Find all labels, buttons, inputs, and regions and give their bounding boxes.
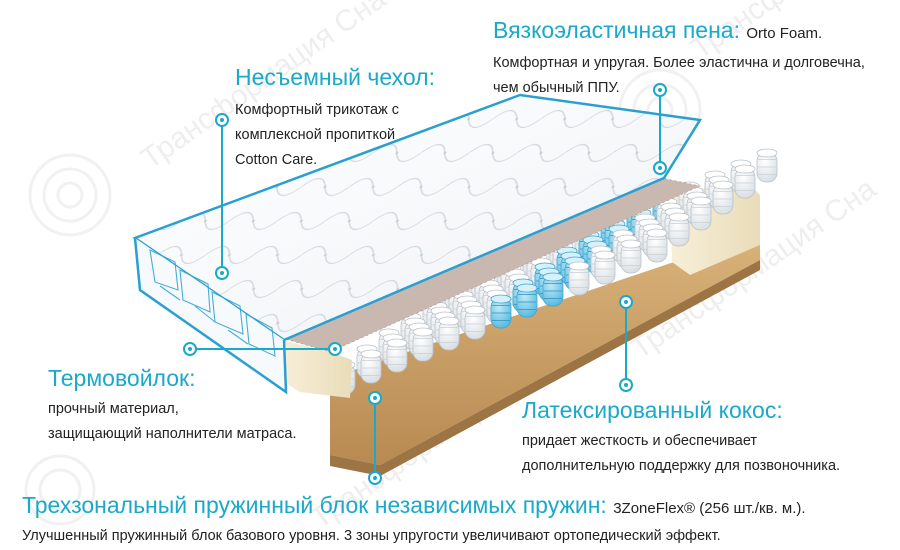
felt-layer	[282, 178, 700, 352]
spring-pocket	[412, 327, 434, 362]
marker-coir-layer	[619, 295, 633, 309]
spring-pocket-firm	[516, 283, 538, 318]
spring-pocket	[712, 180, 734, 215]
label-felt-line: прочный материал,	[48, 401, 179, 417]
label-springs: Трехзональный пружинный блок независимых…	[22, 492, 806, 549]
coir-layer	[330, 238, 760, 465]
label-foam-body: Комфортная и упругая. Более эластична и …	[493, 51, 865, 101]
label-foam-title: Вязкоэластичная пена: Orto Foam.	[493, 17, 865, 47]
label-coir: Латексированный кокос: придает жесткость…	[522, 397, 840, 479]
label-coir-line: придает жесткость и обеспечивает	[522, 433, 758, 449]
label-coir-title: Латексированный кокос:	[522, 397, 783, 423]
marker-felt-layer	[328, 342, 342, 356]
label-foam: Вязкоэластичная пена: Orto Foam. Комфорт…	[493, 17, 865, 101]
marker-foam-top	[653, 83, 667, 97]
label-springs-line: Улучшенный пружинный блок базового уровн…	[22, 528, 721, 544]
spring-pocket	[668, 212, 690, 247]
label-springs-title: Трехзональный пружинный блок независимых…	[22, 492, 806, 522]
label-cover-line: Комфортный трикотаж с	[235, 102, 399, 118]
label-springs-body: Улучшенный пружинный блок базового уровн…	[22, 524, 806, 549]
label-felt-title: Термовойлок:	[48, 365, 196, 391]
label-foam-line: Комфортная и упругая. Более эластична и …	[493, 55, 865, 71]
label-felt-line: защищающий наполнители матраса.	[48, 426, 297, 442]
label-springs-title-main: Трехзональный пружинный блок независимых…	[22, 492, 607, 518]
label-cover-line: комплексной пропиткой	[235, 127, 396, 143]
label-cover-title: Несъемный чехол:	[235, 64, 435, 90]
spring-pocket	[386, 338, 408, 373]
label-foam-title-main: Вязкоэластичная пена:	[493, 17, 740, 43]
label-cover: Несъемный чехол: Комфортный трикотаж с к…	[235, 64, 435, 173]
marker-cover-side	[215, 266, 229, 280]
marker-springs	[368, 391, 382, 405]
spring-pocket	[646, 228, 668, 263]
label-foam-title-extra: Orto Foam.	[746, 25, 823, 42]
marker-springs-label	[368, 471, 382, 485]
marker-coir-label	[619, 378, 633, 392]
spring-pocket	[360, 349, 382, 384]
spring-pocket	[734, 164, 756, 199]
marker-cover-top	[215, 113, 229, 127]
spring-pocket	[464, 305, 486, 340]
spring-pocket-firm	[490, 294, 512, 329]
spring-pocket-firm	[542, 272, 564, 307]
label-cover-line: Cotton Care.	[235, 152, 318, 168]
label-cover-body: Комфортный трикотаж с комплексной пропит…	[235, 98, 435, 173]
spring-pocket	[438, 316, 460, 351]
spring-pocket	[690, 196, 712, 231]
spring-pocket	[756, 148, 778, 183]
label-coir-line: дополнительную поддержку для позвоночник…	[522, 458, 841, 474]
label-foam-line: чем обычный ППУ.	[493, 80, 620, 96]
spring-pocket	[620, 239, 642, 274]
marker-foam-layer	[653, 161, 667, 175]
label-felt: Термовойлок: прочный материал, защищающи…	[48, 365, 296, 447]
label-springs-title-extra: 3ZoneFlex® (256 шт./кв. м.).	[613, 500, 806, 517]
label-felt-body: прочный материал, защищающий наполнители…	[48, 397, 296, 447]
cover-side-panel	[135, 238, 286, 392]
spring-pocket	[594, 250, 616, 285]
label-coir-body: придает жесткость и обеспечивает дополни…	[522, 429, 840, 479]
marker-felt-left	[183, 342, 197, 356]
spring-pocket	[568, 261, 590, 296]
